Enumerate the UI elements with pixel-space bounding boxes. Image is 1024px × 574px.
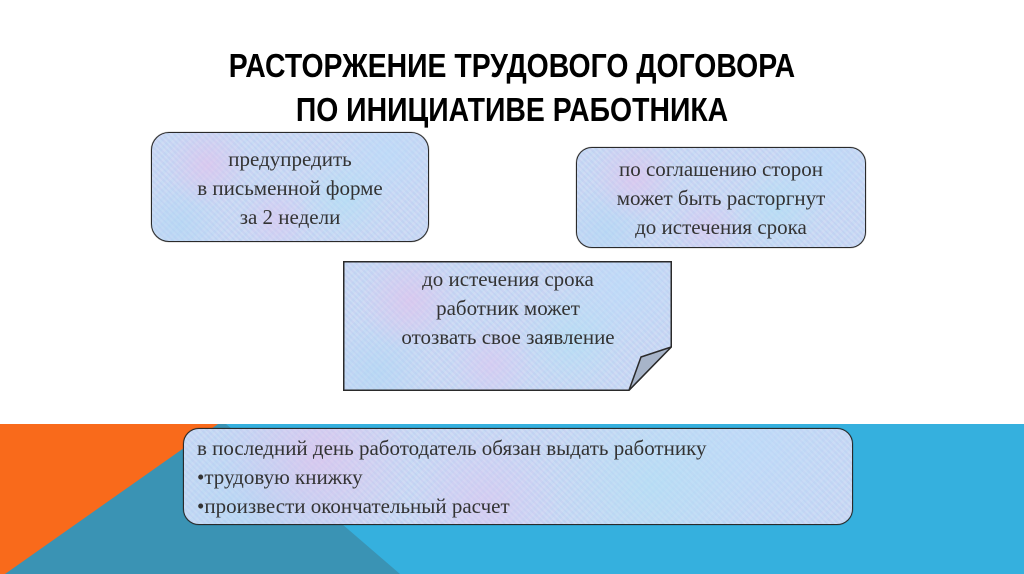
agreement-box: по соглашению сторон может быть расторгн… — [576, 147, 866, 248]
notice-box: предупредить в письменной форме за 2 нед… — [151, 132, 429, 242]
withdraw-line-1: до истечения срока — [422, 267, 594, 291]
last-day-bullet-1: •трудовую книжку — [197, 465, 363, 489]
agreement-line-1: по соглашению сторон — [618, 157, 824, 181]
title-line-1: РАСТОРЖЕНИЕ ТРУДОВОГО ДОГОВОРА — [228, 47, 796, 84]
notice-line-1: предупредить — [228, 147, 352, 171]
last-day-line-1: в последний день работодатель обязан выд… — [197, 436, 707, 460]
last-day-bullet-2: •произвести окончательный расчет — [197, 494, 510, 518]
agreement-line-2: может быть расторгнут — [616, 186, 826, 210]
withdraw-line-3: отозвать свое заявление — [401, 325, 615, 349]
withdraw-box: до истечения срока работник может отозва… — [343, 261, 672, 391]
last-day-box: в последний день работодатель обязан выд… — [183, 428, 853, 525]
title-line-2: ПО ИНИЦИАТИВЕ РАБОТНИКА — [295, 91, 729, 128]
agreement-line-3: до истечения срока — [635, 215, 807, 239]
notice-line-2: в письменной форме — [197, 176, 383, 200]
withdraw-line-2: работник может — [436, 296, 580, 320]
notice-line-3: за 2 недели — [239, 205, 341, 229]
slide-title: РАСТОРЖЕНИЕ ТРУДОВОГО ДОГОВОРА ПО ИНИЦИА… — [72, 44, 953, 132]
